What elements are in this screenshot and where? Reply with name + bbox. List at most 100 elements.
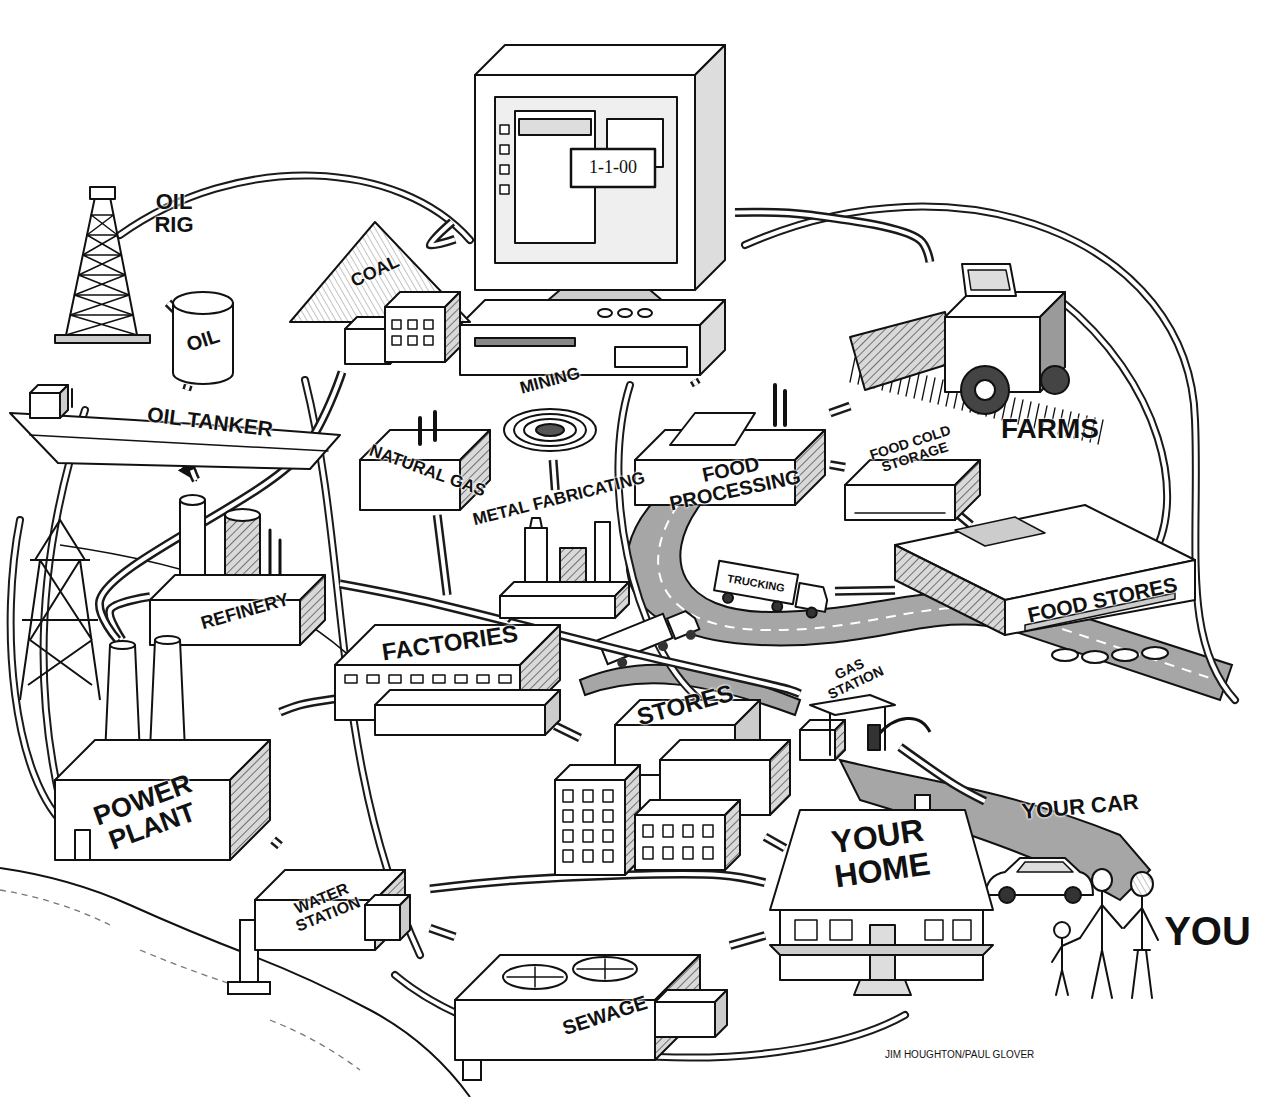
pipe: [745, 207, 1235, 700]
line-art: [914, 374, 919, 398]
pipe-connector: [730, 936, 765, 946]
line-art: [460, 300, 725, 325]
line-art: [615, 347, 687, 367]
line-art: [895, 545, 1005, 635]
node-label: FARMS: [1000, 414, 1100, 443]
truck: TRUCKING: [710, 560, 835, 625]
drawing-group: [895, 505, 1195, 663]
line-art: [420, 412, 435, 444]
pipe-inner: [273, 840, 280, 846]
stores: STORES: [555, 680, 785, 885]
line-art: [638, 309, 652, 317]
line-art: [74, 275, 129, 295]
line-art: [563, 790, 613, 862]
pipe-outline-group: [11, 175, 1235, 1057]
gas-station: GAS STATION: [800, 665, 900, 760]
pipe-connector: [280, 699, 335, 712]
pipe-inner: [694, 380, 697, 385]
wheel: [684, 628, 697, 641]
line-art: [595, 522, 610, 588]
drawing-group: [712, 561, 830, 620]
pipe-connector: [553, 460, 555, 490]
power-wire: [60, 545, 372, 678]
line-art: [975, 380, 995, 400]
line-art: [495, 97, 677, 263]
line-art: [87, 215, 117, 235]
coal-pile: COAL: [290, 222, 470, 372]
credit-text: JIM HOUGHTON/PAUL GLOVER: [885, 1050, 1034, 1061]
pipe-outline: [430, 222, 455, 245]
pipe-outline: [280, 699, 335, 712]
line-art: [375, 705, 545, 735]
line-art: [670, 413, 755, 445]
line-art: [1112, 649, 1138, 661]
wheel: [657, 640, 670, 653]
food-processing: FOOD PROCESSING: [635, 385, 830, 510]
line-art: [150, 640, 185, 750]
water-station: WATER STATION: [255, 840, 430, 955]
pipe-connector: [830, 406, 850, 413]
line-art: [500, 125, 509, 134]
line-art: [173, 292, 233, 314]
line-art: [722, 592, 734, 604]
line-art: [770, 945, 993, 955]
oil-tanker: OIL TANKER: [10, 385, 340, 470]
line-art: [922, 376, 927, 400]
line-art: [500, 145, 509, 154]
line-art: [475, 75, 695, 290]
pipe-inner: [735, 212, 930, 262]
drawing-group: [845, 460, 980, 520]
line-art: [155, 636, 180, 644]
computer-node: 1-1-00: [455, 35, 735, 380]
line-art: [775, 385, 785, 425]
pipe-inner: [553, 460, 555, 490]
line-art: [1080, 891, 1122, 998]
line-art: [1124, 896, 1158, 998]
line-art: [500, 185, 509, 194]
line-art: [618, 309, 632, 317]
people: YOU: [1040, 850, 1255, 1000]
farm: FARMS: [850, 262, 1100, 462]
line-art: [868, 725, 880, 750]
line-art: [725, 800, 740, 870]
pipe-outline: [730, 936, 765, 946]
pipe-connector: [555, 726, 580, 738]
pipe-outline: [735, 212, 930, 262]
line-art: [71, 389, 73, 407]
line-art: [1065, 887, 1081, 903]
line-art: [714, 561, 798, 604]
house: YOUR HOME: [765, 795, 995, 1010]
pipe-outline: [835, 590, 895, 591]
line-art: [968, 270, 1010, 290]
drawing-group: [55, 187, 150, 343]
line-art: [1041, 366, 1069, 394]
drawing-group: [460, 45, 725, 375]
pipe-outline: [830, 406, 850, 413]
line-art: [643, 825, 713, 859]
line-art: [500, 165, 509, 174]
line-art: [845, 485, 955, 520]
line-art: [225, 515, 260, 580]
pipe-inner: [187, 385, 189, 390]
line-art: [850, 358, 855, 382]
shoreline: [0, 868, 470, 1097]
line-art: [79, 255, 126, 275]
pipe-inner: [830, 406, 850, 413]
line-art: [545, 690, 560, 735]
sewage-drawing: [455, 905, 730, 1065]
pipe-outline: [430, 874, 765, 889]
line-art: [835, 720, 845, 760]
line-art: [855, 512, 945, 514]
mine: MINING: [500, 375, 600, 460]
line-art: [700, 300, 725, 375]
line-art: [30, 393, 60, 418]
node-label: GAS STATION: [812, 647, 892, 705]
line-art: [225, 509, 260, 521]
line-art: [955, 517, 1045, 546]
line-art: [536, 424, 564, 436]
pipe-outline: [430, 928, 455, 937]
pipe-connector: [735, 212, 930, 262]
line-art: [850, 312, 955, 390]
line-art: [500, 596, 615, 618]
line-art: [150, 575, 325, 600]
